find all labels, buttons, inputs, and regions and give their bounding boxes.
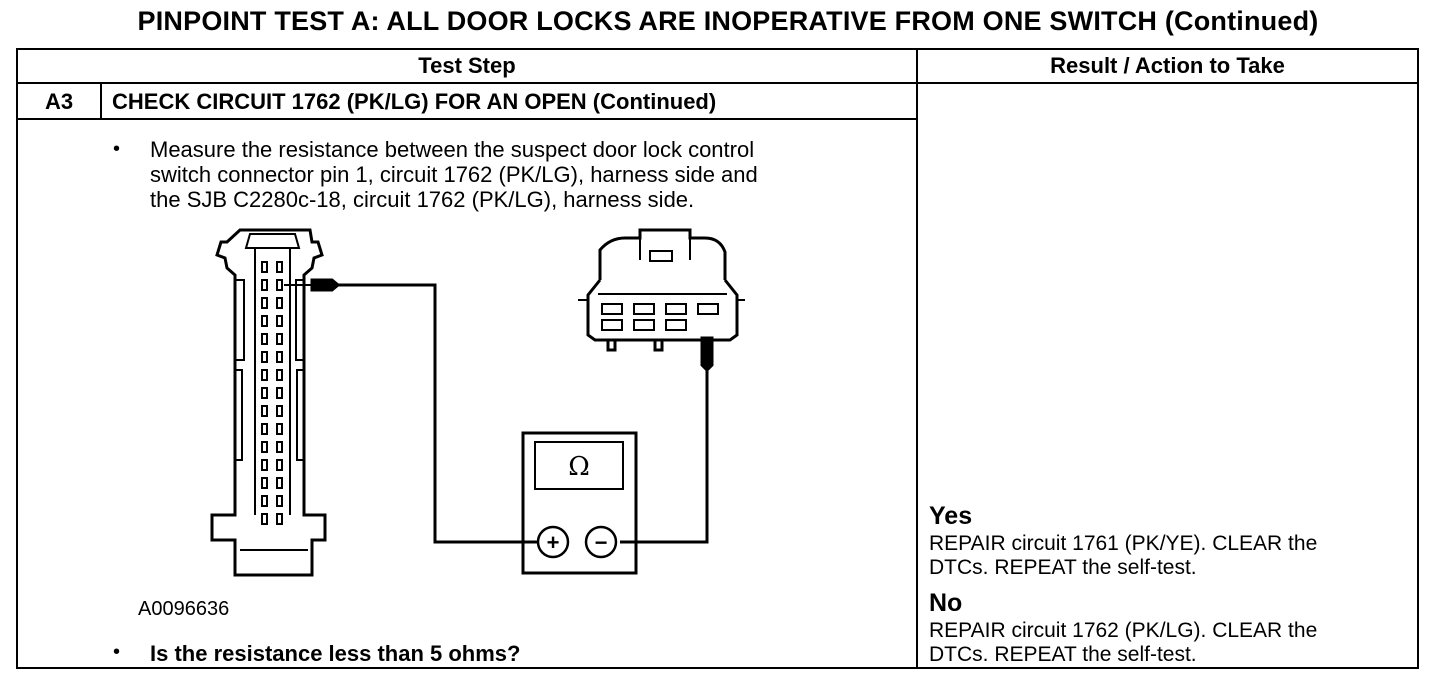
instruction-line: the SJB C2280c-18, circuit 1762 (PK/LG),… (150, 187, 695, 212)
switch-probe-icon (700, 336, 714, 373)
yes-action-line: REPAIR circuit 1761 (PK/YE). CLEAR the (929, 532, 1318, 555)
column-divider (916, 48, 918, 669)
yes-label: Yes (929, 502, 973, 530)
sjb-probe-icon (284, 278, 341, 292)
door-lock-switch-connector-icon (578, 228, 745, 352)
negative-terminal-label: − (595, 530, 608, 555)
step-title-divider (16, 118, 917, 120)
wiring-diagram: Ω + − (210, 228, 745, 577)
negative-lead-wire (620, 370, 709, 544)
step-title: CHECK CIRCUIT 1762 (PK/LG) FOR AN OPEN (… (112, 89, 717, 114)
page-title: PINPOINT TEST A: ALL DOOR LOCKS ARE INOP… (137, 6, 1319, 36)
test-step-header: Test Step (418, 53, 516, 78)
yes-action-line: DTCs. REPEAT the self-test. (929, 556, 1197, 579)
no-action-line: DTCs. REPEAT the self-test. (929, 643, 1197, 666)
no-label: No (929, 589, 963, 617)
instruction-line: Measure the resistance between the suspe… (150, 137, 755, 162)
step-id: A3 (44, 89, 74, 114)
step-question: Is the resistance less than 5 ohms? (150, 641, 521, 666)
pinpoint-test-table (16, 48, 1419, 669)
figure-id: A0096636 (138, 598, 230, 620)
bullet-icon: • (113, 641, 121, 663)
ohmmeter-icon (521, 431, 638, 575)
header-divider (16, 82, 1419, 84)
no-action-text: REPAIR circuit 1762 (PK/LG). CLEAR the D… (929, 619, 1409, 667)
result-action-header: Result / Action to Take (1050, 53, 1285, 78)
bullet-icon: • (113, 138, 121, 160)
positive-lead-wire (338, 283, 538, 544)
positive-terminal-label: + (547, 530, 560, 555)
ohm-symbol: Ω (568, 452, 590, 482)
no-action-line: REPAIR circuit 1762 (PK/LG). CLEAR the (929, 619, 1318, 642)
connector-pins (261, 261, 283, 525)
sjb-connector-icon (210, 228, 327, 577)
instruction-text: Measure the resistance between the suspe… (150, 137, 890, 212)
yes-action-text: REPAIR circuit 1761 (PK/YE). CLEAR the D… (929, 532, 1409, 580)
step-id-divider (100, 82, 102, 119)
instruction-line: switch connector pin 1, circuit 1762 (PK… (150, 162, 758, 187)
